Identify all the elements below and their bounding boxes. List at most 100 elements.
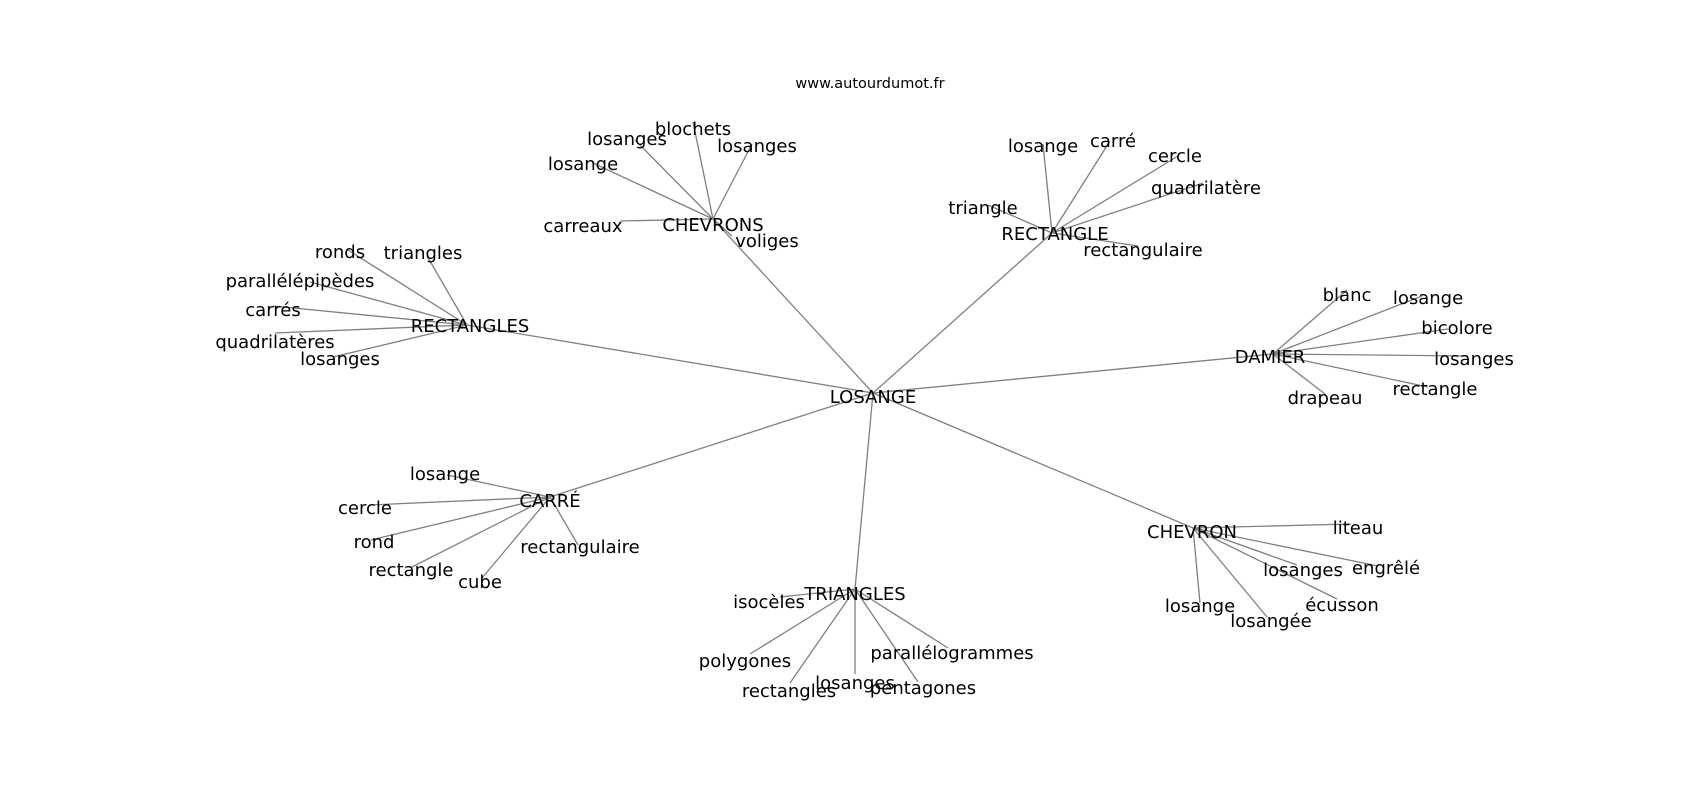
leaf-label: liteau — [1333, 518, 1384, 539]
edge-center-hub-5 — [549, 392, 874, 498]
leaf-label: blochets — [655, 119, 731, 140]
leaf-label: écusson — [1305, 595, 1379, 616]
edge-hub-4-leaf-5 — [1272, 353, 1429, 388]
edge-hub-4-leaf-2 — [1272, 295, 1423, 355]
edge-center-hub-7 — [854, 392, 874, 590]
leaf-label: losanges — [717, 136, 797, 157]
leaf-label: rectangles — [742, 681, 836, 702]
leaf-label: isocèles — [733, 592, 805, 613]
edge-hub-5-leaf-3 — [370, 496, 551, 541]
hub-label: DAMIER — [1235, 347, 1306, 368]
leaf-label: carreaux — [543, 216, 623, 237]
edge-center-hub-4 — [872, 353, 1274, 394]
edge-hub-5-leaf-4 — [411, 496, 551, 568]
edge-hub-7-leaf-1 — [779, 588, 856, 598]
edge-hub-1-leaf-1 — [692, 121, 714, 220]
leaf-label: bicolore — [1421, 318, 1492, 339]
edge-hub-3-leaf-4 — [272, 305, 468, 326]
leaf-label: polygones — [699, 651, 791, 672]
edge-center-hub-2 — [872, 232, 1053, 394]
hub-label: RECTANGLES — [411, 316, 530, 337]
label-layer: blochetslosangeslosangelosangescarreauxv… — [215, 119, 1514, 702]
leaf-label: drapeau — [1288, 388, 1363, 409]
edge-hub-3-leaf-2 — [426, 255, 468, 326]
edge-center-hub-6 — [872, 392, 1194, 529]
edge-hub-3-leaf-6 — [332, 324, 468, 358]
leaf-label: losange — [548, 154, 618, 175]
edge-hub-4-leaf-3 — [1272, 328, 1449, 355]
edge-hub-4-leaf-1 — [1272, 289, 1348, 355]
leaf-label: losange — [1393, 288, 1463, 309]
edge-layer — [272, 121, 1469, 684]
leaf-label: blanc — [1323, 285, 1372, 306]
hub-label: CHEVRONS — [662, 215, 763, 236]
edge-hub-1-leaf-3 — [592, 162, 714, 220]
edge-hub-3-leaf-5 — [274, 324, 468, 334]
leaf-label: losange — [1008, 136, 1078, 157]
edge-hub-3-leaf-1 — [347, 249, 468, 326]
leaf-label: losange — [410, 464, 480, 485]
leaf-label: voliges — [735, 231, 799, 252]
leaf-label: losangée — [1230, 611, 1311, 632]
leaf-label: losanges — [815, 673, 895, 694]
hub-label: CHEVRON — [1147, 522, 1237, 543]
edge-hub-7-leaf-3 — [789, 588, 856, 684]
leaf-label: losanges — [1434, 349, 1514, 370]
edge-hub-4-leaf-4 — [1272, 353, 1469, 357]
site-credit: www.autourdumot.fr — [795, 76, 944, 92]
leaf-label: triangle — [948, 198, 1017, 219]
leaf-label: quadrilatère — [1151, 178, 1261, 199]
edge-hub-5-leaf-6 — [549, 496, 579, 546]
edge-center-hub-3 — [466, 324, 874, 394]
leaf-label: losanges — [1263, 560, 1343, 581]
edge-hub-6-leaf-2 — [1192, 527, 1298, 566]
hub-label: RECTANGLE — [1001, 224, 1108, 245]
edge-hub-2-leaf-3 — [1051, 155, 1179, 234]
edge-hub-7-leaf-5 — [854, 588, 919, 683]
edge-center-hub-1 — [712, 218, 874, 394]
leaf-label: rectangulaire — [520, 537, 639, 558]
edge-hub-2-leaf-4 — [1051, 182, 1204, 234]
leaf-label: pentagones — [870, 678, 976, 699]
leaf-label: cercle — [1148, 146, 1202, 167]
edge-hub-5-leaf-5 — [481, 496, 551, 579]
edge-hub-6-leaf-1 — [1192, 523, 1352, 529]
edge-hub-6-leaf-6 — [1192, 527, 1268, 618]
leaf-label: parallélogrammes — [870, 643, 1033, 664]
hub-label: CARRÉ — [519, 490, 580, 512]
edge-hub-1-leaf-5 — [619, 218, 714, 222]
leaf-label: carré — [1090, 131, 1136, 152]
edge-hub-1-leaf-6 — [712, 218, 733, 237]
leaf-label: ronds — [315, 242, 365, 263]
leaf-label: losanges — [300, 349, 380, 370]
edge-hub-7-leaf-6 — [854, 588, 949, 649]
edge-hub-2-leaf-5 — [987, 204, 1053, 234]
leaf-label: losange — [1165, 596, 1235, 617]
leaf-label: quadrilatères — [215, 332, 334, 353]
leaf-label: triangles — [384, 243, 463, 264]
edge-hub-4-leaf-6 — [1272, 353, 1326, 395]
leaf-label: rectangulaire — [1083, 240, 1202, 261]
edge-hub-3-leaf-3 — [309, 281, 468, 326]
edge-hub-2-leaf-2 — [1051, 140, 1111, 234]
edge-hub-6-leaf-3 — [1192, 527, 1379, 567]
leaf-label: rectangle — [1393, 379, 1478, 400]
edge-hub-1-leaf-2 — [634, 139, 714, 220]
leaf-label: cercle — [338, 498, 392, 519]
leaf-label: cube — [458, 572, 502, 593]
leaf-label: engrêlé — [1352, 558, 1420, 579]
edge-hub-7-leaf-2 — [749, 588, 856, 655]
edge-hub-2-leaf-6 — [1051, 232, 1139, 247]
edge-hub-2-leaf-1 — [1042, 143, 1053, 234]
hub-label: TRIANGLES — [803, 584, 905, 605]
center-node-label: LOSANGE — [830, 387, 916, 408]
leaf-label: rectangle — [369, 560, 454, 581]
edge-hub-5-leaf-2 — [369, 496, 551, 506]
edge-hub-6-leaf-4 — [1192, 527, 1338, 600]
leaf-label: rond — [354, 532, 395, 553]
edge-hub-6-leaf-5 — [1192, 527, 1201, 604]
edge-hub-1-leaf-4 — [712, 143, 753, 220]
leaf-label: parallélépipèdes — [226, 271, 375, 292]
leaf-label: losanges — [587, 129, 667, 150]
